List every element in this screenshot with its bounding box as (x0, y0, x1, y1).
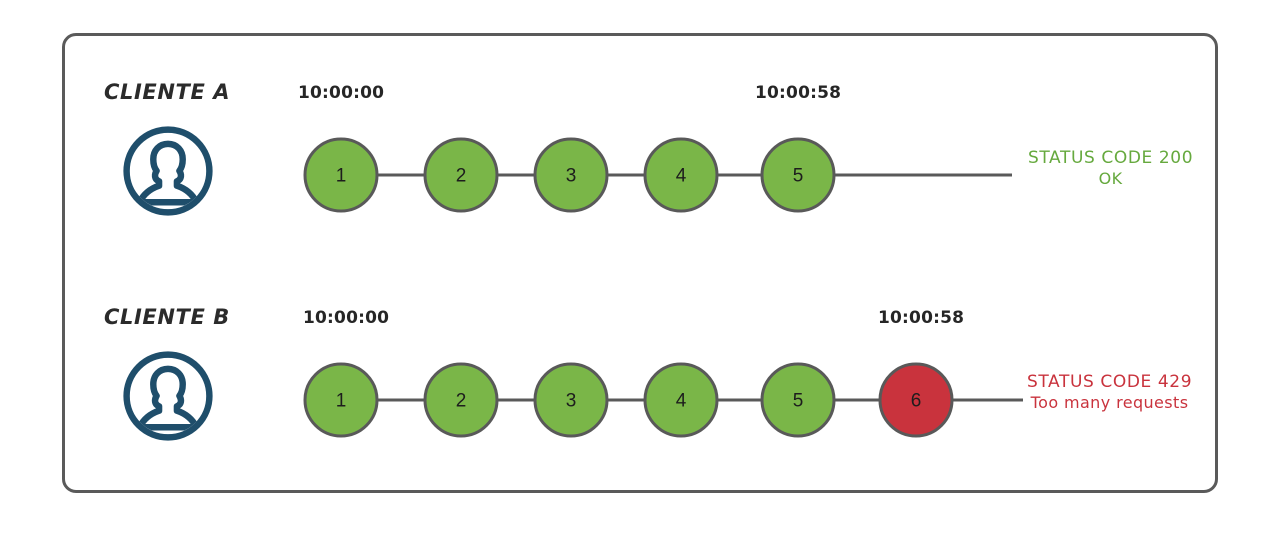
node-label: 5 (793, 391, 804, 412)
request-node-a-5: 5 (760, 137, 836, 213)
request-chain-b: 1 2 3 4 5 6 (303, 362, 1023, 438)
request-node-b-2: 2 (423, 362, 499, 438)
node-label: 3 (566, 391, 577, 412)
timestamp-end-b: 10:00:58 (878, 308, 965, 328)
node-label: 4 (676, 391, 687, 412)
request-node-a-2: 2 (423, 137, 499, 213)
status-code-a: STATUS CODE 200 (1028, 148, 1194, 168)
node-label: 1 (336, 166, 347, 187)
request-node-a-1: 1 (303, 137, 379, 213)
request-chain-a: 1 2 3 4 5 (303, 137, 1012, 213)
request-node-a-3: 3 (533, 137, 609, 213)
timestamp-start-b: 10:00:00 (303, 308, 390, 328)
user-avatar-icon (122, 350, 214, 442)
request-node-b-1: 1 (303, 362, 379, 438)
request-node-b-6: 6 (878, 362, 954, 438)
node-label: 1 (336, 391, 347, 412)
diagram-frame (62, 33, 1218, 493)
request-node-b-5: 5 (760, 362, 836, 438)
status-badge-a: STATUS CODE 200 OK (1028, 148, 1193, 188)
timestamp-end-a: 10:00:58 (755, 83, 842, 103)
node-label: 4 (676, 166, 687, 187)
status-badge-b: STATUS CODE 429 Too many requests (1027, 372, 1192, 412)
status-code-b: STATUS CODE 429 (1027, 372, 1193, 392)
client-label-b: CLIENTE B (104, 305, 230, 329)
client-label-a: CLIENTE A (104, 80, 231, 104)
node-label: 5 (793, 166, 804, 187)
request-node-a-4: 4 (643, 137, 719, 213)
client-row-cliente-a: CLIENTE A 10:00:00 10:00:58 1 (0, 70, 1280, 270)
node-label: 6 (911, 391, 922, 412)
timestamp-start-a: 10:00:00 (298, 83, 385, 103)
node-label: 3 (566, 166, 577, 187)
status-message-a: OK (1098, 169, 1123, 188)
node-label: 2 (456, 166, 467, 187)
client-row-cliente-b: CLIENTE B 10:00:00 10:00:58 (0, 295, 1280, 495)
request-node-b-4: 4 (643, 362, 719, 438)
request-node-b-3: 3 (533, 362, 609, 438)
user-avatar-icon (122, 125, 214, 217)
status-message-b: Too many requests (1030, 393, 1189, 412)
node-label: 2 (456, 391, 467, 412)
